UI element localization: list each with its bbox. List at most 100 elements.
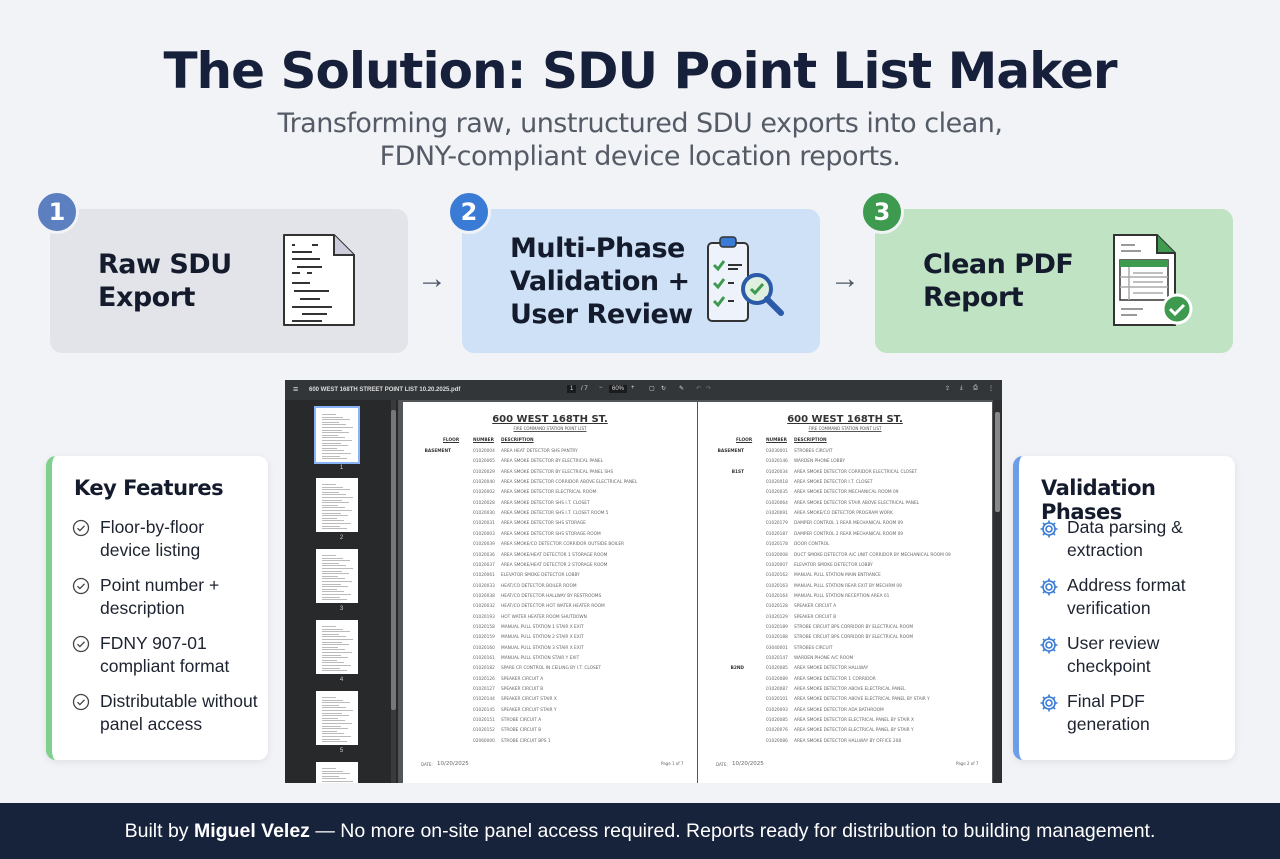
item-line: Data parsing & <box>1067 517 1183 537</box>
viewer-scrollbar[interactable] <box>993 400 1002 783</box>
floor-cell <box>419 542 451 551</box>
number-cell: 01020002 <box>473 490 495 496</box>
thumbnail-line <box>322 575 338 577</box>
thumbnail-label: 1 <box>339 465 344 471</box>
thumbnail-line <box>322 489 350 491</box>
thumbnail-line <box>322 717 338 719</box>
fit-page-icon[interactable]: ▢ <box>649 386 655 392</box>
number-cell: 01020035 <box>766 490 788 496</box>
number-cell: 01020034 <box>766 469 788 475</box>
thumbnail-line <box>322 670 347 672</box>
description-cell: AREA SMOKE DETECTOR CORRIDOR ABOVE ELECT… <box>501 480 638 486</box>
pdf-viewer: ≡ 600 WEST 168TH STREET POINT LIST 10.20… <box>285 380 1002 783</box>
step-label: Multi-Phase <box>510 232 685 264</box>
floor-cell <box>419 594 451 603</box>
floor-cell <box>712 646 744 655</box>
description-cell: MANUAL PULL STATION RECEPTION AREA 01 <box>794 593 890 599</box>
thumbnail-line <box>322 662 344 664</box>
description-cell: SPARE CR CONTROL IN CEILING BY I.T. CLOS… <box>501 666 602 672</box>
thumbnail-line <box>322 424 346 426</box>
description-cell: HEAT/CO DETECTOR HOT WATER HEATER ROOM <box>501 604 605 610</box>
thumbnail-line <box>322 499 342 501</box>
description-cell: AREA SMOKE DETECTOR SHS STORAGE ROOM <box>501 531 601 537</box>
description-cell: STROBE CIRCUIT BPS 1 <box>501 738 551 744</box>
share-icon[interactable]: ⇪ <box>945 386 951 392</box>
page-thumbnail[interactable] <box>316 691 358 745</box>
thumbnail-line <box>322 442 341 444</box>
description-cell: STROBE CIRCUIT B <box>501 728 542 734</box>
description-cell: AREA SMOKE DETECTOR I.T. CLOSET <box>794 480 873 486</box>
zoom-out-button[interactable]: − <box>599 385 603 391</box>
description-cell: AREA SMOKE DETECTOR ADA BATHROOM <box>794 707 884 713</box>
description-cell: SPEAKER CIRCUIT B <box>501 687 544 693</box>
thumbnail-line <box>322 455 340 457</box>
more-options-icon[interactable]: ⋮ <box>988 386 994 392</box>
point-row: 01020164 MANUAL PULL STATION RECEPTION AR… <box>698 594 992 603</box>
step-badge: 2 <box>447 190 491 234</box>
page-thumbnail[interactable] <box>316 478 358 532</box>
floor-cell <box>712 728 744 737</box>
number-cell: 01020085 <box>766 666 788 672</box>
item-line: device listing <box>100 540 201 560</box>
undo-icon[interactable]: ↶ <box>696 386 702 392</box>
description-cell: WARDEN PHONE LOBBY <box>794 459 845 465</box>
thumbnail-line <box>322 484 336 485</box>
number-cell: 01020039 <box>473 542 495 548</box>
thumbnail-line <box>322 639 353 640</box>
floor-cell <box>712 459 744 468</box>
download-icon[interactable]: ⤓ <box>960 385 963 391</box>
thumbnail-line <box>322 599 347 601</box>
thumbnail-line <box>322 429 342 431</box>
page-thumbnail[interactable] <box>316 549 358 603</box>
floor-cell <box>712 501 744 510</box>
print-icon[interactable]: ⎙ <box>973 385 978 391</box>
floor-cell <box>419 708 451 717</box>
description-cell: SPEAKER CIRCUIT A <box>501 676 544 682</box>
page-thumbnail[interactable] <box>314 406 360 464</box>
description-cell: STROBES CIRCUIT <box>794 449 833 454</box>
zoom-level[interactable]: 60% <box>609 385 628 393</box>
page-thumbnail[interactable] <box>316 762 358 783</box>
thumbnail-line <box>322 775 339 777</box>
number-cell: 01020064 <box>766 500 788 506</box>
redo-icon[interactable]: ↷ <box>706 386 712 392</box>
description-cell: AREA SMOKE DETECTOR HALLWAY <box>794 666 869 672</box>
number-cell: 01020028 <box>473 500 495 506</box>
annotate-icon[interactable]: ✎ <box>679 386 685 392</box>
floor-cell <box>712 718 744 727</box>
floor-cell <box>712 739 744 748</box>
thumbnail-line <box>322 491 339 493</box>
thumbnail-line <box>322 562 339 564</box>
rotate-icon[interactable]: ↻ <box>661 386 667 392</box>
menu-icon[interactable]: ≡ <box>293 384 299 394</box>
step-badge: 3 <box>860 190 904 234</box>
page-thumbnail[interactable] <box>316 620 358 674</box>
floor-cell <box>712 532 744 541</box>
thumbnail-line <box>322 633 339 635</box>
thumbnail-line <box>322 570 342 572</box>
thumbnail-line <box>322 445 348 447</box>
description-cell: AREA SMOKE DETECTOR ELECTRICAL PANEL BY … <box>794 718 914 724</box>
arrow-right-icon: → <box>830 262 860 295</box>
number-cell: 01020036 <box>473 552 495 558</box>
sidebar-scrollbar[interactable] <box>391 400 396 783</box>
floor-cell <box>712 708 744 717</box>
description-cell: ELEVATOR SMOKE DETECTOR LOBBY <box>501 573 580 579</box>
zoom-in-button[interactable]: + <box>631 385 635 391</box>
page-number-input[interactable]: 1 <box>567 385 577 393</box>
number-cell: 01020164 <box>766 593 788 599</box>
